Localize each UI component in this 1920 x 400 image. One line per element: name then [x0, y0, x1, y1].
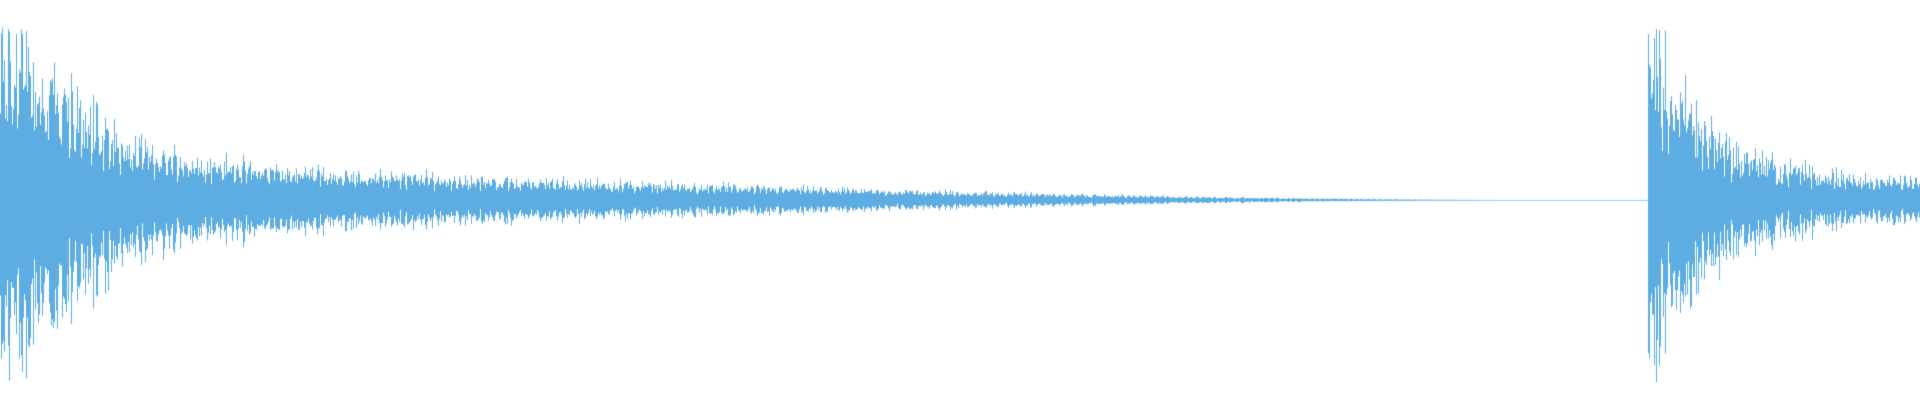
- waveform-canvas[interactable]: [0, 0, 1920, 400]
- waveform-view[interactable]: [0, 0, 1920, 400]
